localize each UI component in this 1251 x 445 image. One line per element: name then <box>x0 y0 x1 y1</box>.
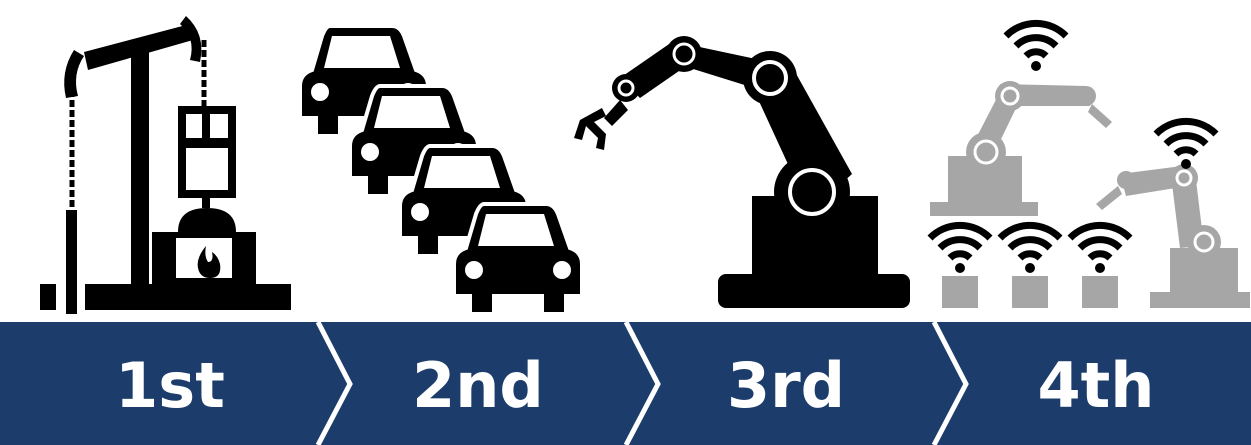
timeline-arrow-band: 1st 2nd 3rd 4th <box>0 320 1251 445</box>
robotic-arm-icon <box>574 36 910 308</box>
chevron-separator <box>315 320 353 445</box>
steam-pump-engine-icon <box>40 16 291 314</box>
arrow-band-background <box>0 322 1251 445</box>
chevron-separator <box>931 320 969 445</box>
connected-robots-wifi-icon <box>930 23 1250 308</box>
stage-label-3: 3rd <box>727 349 845 422</box>
stage-label-2: 2nd <box>412 349 544 422</box>
chevron-separator <box>623 320 661 445</box>
car-assembly-line-icon <box>298 24 584 316</box>
stage-label-4: 4th <box>1038 349 1155 422</box>
stage-label-1: 1st <box>115 349 225 422</box>
